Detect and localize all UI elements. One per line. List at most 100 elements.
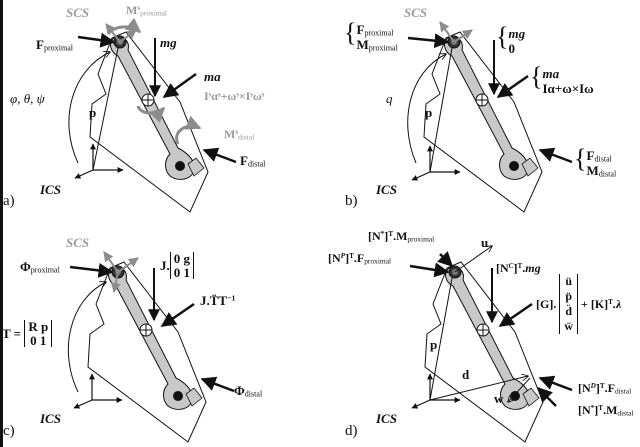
label-sub: distal (617, 408, 634, 418)
distal-moment-label-d: [N*]T.Mdistal (578, 404, 634, 417)
label-base: F (356, 22, 365, 38)
label-dot: . (393, 229, 397, 243)
position-vector-label-b: p (425, 105, 433, 120)
label-mid: ] (384, 229, 389, 243)
inertial-moment-b: Iα+ω×Iω (542, 81, 594, 97)
label-sub: distal (247, 159, 266, 169)
inertial-g-d: [G]. (536, 297, 557, 311)
label-base: M (126, 3, 138, 17)
label-mid-sup: T (388, 230, 394, 239)
panel-b (407, 21, 573, 213)
vector-d-d (429, 376, 528, 401)
label-pre-sup: * (590, 404, 595, 413)
label-mid-sup: T (598, 404, 604, 413)
angles-label-a: φ, θ, ψ (10, 91, 45, 106)
position-vector-label-a: p (89, 105, 97, 120)
left-border (0, 0, 3, 447)
label-mid-sup: T (599, 382, 605, 391)
left-brace-icon: { (530, 62, 543, 91)
distal-force-label-a: Fdistal (240, 154, 265, 169)
label-pre: [N (578, 381, 591, 395)
distal-moment-b: Mdistal (586, 163, 616, 179)
proximal-label-b: { Fproximal Mproximal (344, 20, 398, 53)
label-base: M (586, 163, 599, 179)
label-base: F (607, 381, 616, 395)
panel-letter-b: b) (345, 193, 358, 209)
inertial-force-b: ma (542, 66, 560, 82)
inertial-arrow-c (160, 302, 195, 328)
distal-moment-label-a: Msdistal (224, 128, 254, 141)
rotation-arc-c (67, 282, 106, 393)
vector-w-label-d: w (494, 391, 504, 406)
label-pre: [N (496, 261, 509, 275)
inertial-stack-b: ma Iα+ω×Iω (542, 66, 594, 97)
label-sub: distal (615, 386, 632, 396)
inertial-arrow-d (498, 302, 533, 328)
vector-u-label-d: u (481, 235, 489, 250)
label-plus: + [K] (581, 297, 609, 311)
ics-axes-b (412, 146, 460, 180)
label-base: M (356, 37, 369, 53)
transform-matrix-c: R p 0 1 (24, 319, 53, 348)
distal-moment-arc-a (175, 115, 202, 145)
matrix-row: 0 1 (173, 264, 190, 280)
label-mid-sup: T (517, 262, 523, 271)
ics-label-a: ICS (40, 182, 61, 197)
vector-u-d (454, 246, 492, 273)
rotation-arc-a (68, 52, 110, 164)
position-vector-b (429, 47, 453, 173)
label-sup: s (235, 128, 239, 137)
scs-arrow-c3 (110, 271, 121, 293)
inertial-moment-arc-a (136, 105, 166, 123)
ics-axes-c (74, 374, 122, 408)
inertial-moment-label-a: Iˢαˢ+ωˢ×Iˢωˢ (204, 89, 265, 103)
angles-label-b: q (386, 91, 393, 106)
distal-phi-arrow-c (200, 376, 235, 393)
proximal-phi-arrow-c (69, 262, 114, 278)
matrix-cell: 0 (173, 264, 181, 280)
inertial-sup-c: −1 (227, 293, 236, 303)
label-sub: distal (238, 132, 255, 142)
proximal-stack-b: Fproximal Mproximal (356, 22, 397, 53)
ics-axes-d (412, 374, 460, 408)
ics-axes-a (75, 144, 123, 178)
label-base: M (224, 127, 236, 141)
label-sub: distal (594, 154, 612, 164)
matrix-cell: R (28, 319, 38, 334)
label-sub: proximal (364, 256, 392, 266)
segment-c (87, 261, 207, 443)
vector-w-d (508, 377, 531, 402)
gravity-label-b: { mg 0 (496, 24, 525, 57)
label-pre-sup: P (340, 252, 346, 261)
inertial-force-arrow-a (162, 72, 197, 99)
vector-p-d (429, 277, 453, 401)
scs-arrow-c1 (103, 251, 119, 273)
vector-d-label-d: d (462, 367, 470, 382)
inertial-plus-d: + [K]T.λ (581, 297, 621, 311)
label-pre-sup: C (508, 262, 514, 271)
label-sub: proximal (407, 234, 435, 244)
distal-stack-b: Fdistal Mdistal (586, 148, 616, 179)
panel-a (68, 17, 237, 213)
distal-arrow-b (538, 147, 573, 164)
proximal-force-b: Fproximal (356, 22, 397, 38)
left-brace-icon: { (344, 18, 357, 47)
proximal-moment-label-d: [N*]T.Mproximal (368, 230, 434, 243)
label-dot: . (353, 251, 357, 265)
inertial-term-c: J.T̈T (200, 293, 228, 308)
segment-a (89, 31, 209, 213)
label-pre: [N (368, 229, 381, 243)
label-pre: [N (578, 403, 591, 417)
scs-label-a: SCS (66, 5, 90, 20)
proximal-moment-arc-a (106, 17, 142, 36)
inertial-label-d: [G]. ü p̈ d̈ ẅ + [K]T.λ (536, 274, 621, 334)
proximal-phi-label-c: Φproximal (20, 260, 60, 275)
label-mid: ] (594, 403, 599, 417)
distal-force-arrow-d (538, 375, 573, 392)
vector-entry: d̈ (565, 304, 572, 318)
transform-label-c: T = R p 0 1 (2, 319, 53, 348)
scs-arrow-b1 (439, 21, 455, 43)
inertial-force-label-a: ma (204, 69, 221, 84)
panel-letter-a: a) (3, 193, 15, 209)
vector-entry: ẅ (564, 319, 573, 333)
